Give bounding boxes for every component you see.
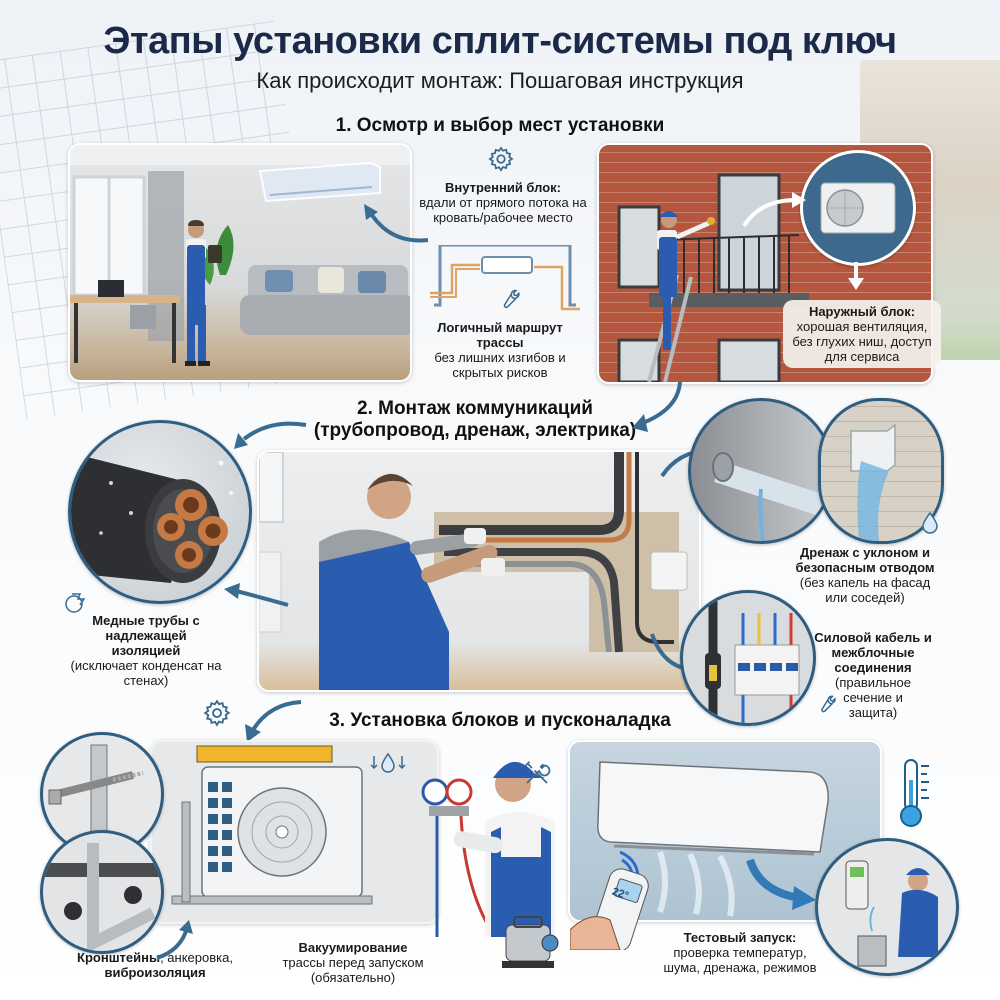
arrow-icon: [156, 920, 193, 960]
copper-pipes-caption: Медные трубы с надлежащей изоляцией (иск…: [66, 613, 226, 688]
caption-title: Внутренний блок:: [444, 180, 562, 195]
power-cable-caption: Силовой кабель и межблочные соединения (…: [808, 630, 938, 720]
caption-title: Тестовый запуск:: [683, 930, 797, 945]
arrow-down-icon: [848, 262, 864, 290]
wrench-icon: [816, 694, 836, 714]
sound-meter-check-circle: [815, 838, 959, 976]
caption-title: Медные трубы с надлежащей изоляцией: [92, 613, 200, 658]
caption-text-1: трассы перед запуском: [282, 955, 424, 970]
caption-text: (без капель на фасад или соседей): [799, 575, 931, 605]
drain-outlet-circle: [818, 398, 944, 544]
technician-figure: [185, 220, 222, 366]
caption-title-2: виброизоляция: [104, 965, 206, 980]
indoor-room-illustration: [68, 143, 412, 382]
page-subtitle: Как происходит монтаж: Пошаговая инструк…: [256, 68, 744, 93]
step-2-title-line1: 2. Монтаж коммуникаций: [357, 398, 593, 419]
caption-text: , анкеровка,: [160, 950, 233, 965]
arrow-icon: [224, 583, 289, 607]
vacuum-pump-icon: [502, 915, 562, 970]
caption-text-1: проверка температур,: [673, 945, 807, 960]
step-2-title-line2: (трубопровод, дренаж, электрика): [313, 420, 637, 441]
arrow-icon: [364, 204, 429, 243]
drain-pipe-circle: [688, 398, 834, 544]
brackets-caption: Кронштейны, анкеровка, виброизоляция: [50, 950, 260, 980]
insulation-icon: [64, 590, 90, 614]
technician-kneeling: [319, 473, 505, 690]
indoor-unit-hologram: [258, 161, 381, 203]
caption-text: (исключает конденсат на стенах): [70, 658, 222, 688]
arrow-icon: [234, 421, 307, 449]
gear-icon: [487, 145, 515, 173]
outdoor-unit-circle: [800, 150, 916, 266]
water-drop-icon: [370, 752, 406, 774]
electrical-panel-circle: [680, 590, 816, 726]
remote-control: 22°: [569, 850, 660, 952]
vibration-damper-circle: [40, 830, 164, 954]
step-2-title: 2. Монтаж коммуникаций (трубопровод, дре…: [250, 398, 700, 442]
test-run-illustration: [568, 740, 882, 922]
pipe-installation-illustration: [257, 450, 701, 692]
caption-title: Дренаж с уклоном и безопасным отводом: [795, 545, 935, 575]
water-drop-icon: [922, 512, 938, 534]
caption-title: Вакуумирование: [298, 940, 408, 955]
wrench-icon: [498, 288, 520, 310]
caption-title: Наружный блок:: [808, 304, 916, 319]
vacuum-caption: Вакуумирование трассы перед запуском (об…: [268, 940, 438, 985]
pipe-route-diagram: [430, 245, 580, 311]
caption-text: (правильное сечение и защита): [835, 675, 911, 720]
arrow-icon: [742, 192, 806, 228]
caption-text: без лишних изгибов и скрытых рисков: [434, 350, 566, 380]
tools-icon: [522, 758, 552, 788]
step-1-title: 1. Осмотр и выбор мест установки: [335, 115, 665, 136]
caption-text: вдали от прямого потока на кровать/рабоч…: [419, 195, 587, 225]
route-caption: Логичный маршрут трассы без лишних изгиб…: [425, 320, 575, 380]
caption-title: Логичный маршрут трассы: [437, 320, 563, 350]
arrow-icon: [245, 700, 302, 742]
copper-pipes-circle: [68, 420, 252, 604]
caption-text-2: (обязательно): [310, 970, 396, 985]
caption-title: Кронштейны: [77, 950, 161, 965]
gear-icon: [202, 698, 232, 728]
outdoor-unit-caption: Наружный блок: хорошая вентиляция, без г…: [783, 300, 941, 368]
indoor-unit-caption: Внутренний блок: вдали от прямого потока…: [408, 180, 598, 225]
thermometer-icon: [897, 756, 933, 830]
caption-title: Силовой кабель и межблочные соединения: [814, 630, 932, 675]
technician-on-ladder: [657, 211, 715, 350]
step-3-title: 3. Установка блоков и пусконаладка: [329, 710, 671, 731]
page-title: Этапы установки сплит-системы под ключ: [103, 20, 897, 62]
caption-text-2: шума, дренажа, режимов: [663, 960, 817, 975]
vacuum-technician-illustration: [415, 752, 560, 938]
drain-caption: Дренаж с уклоном и безопасным отводом (б…: [770, 545, 960, 605]
test-run-caption: Тестовый запуск: проверка температур, шу…: [645, 930, 835, 975]
caption-text: хорошая вентиляция, без глухих ниш, дост…: [792, 319, 932, 364]
arrow-icon: [632, 381, 682, 432]
